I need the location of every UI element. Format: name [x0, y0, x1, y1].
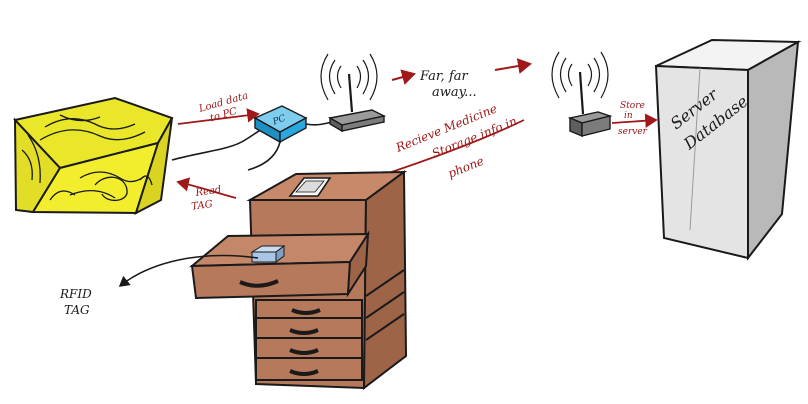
router-local — [320, 53, 387, 133]
svg-text:Read TAG: Read TAG — [189, 184, 227, 213]
load-data-annotation: Load data to PC — [177, 90, 260, 125]
pc-device: PC — [253, 105, 308, 144]
rfid-tag-label: RFID TAG — [59, 254, 259, 317]
svg-text:Far, far away...: Far, far away... — [419, 69, 477, 100]
rfid-reader-box — [13, 96, 174, 215]
phone-icon — [288, 177, 332, 197]
svg-text:RFID TAG: RFID TAG — [59, 287, 96, 317]
svg-text:phone: phone — [446, 154, 486, 181]
router-remote — [551, 51, 613, 138]
medicine-cabinet — [189, 170, 408, 391]
svg-text:Store in server: Store in server — [618, 101, 648, 137]
cable-reader-to-pc — [171, 125, 269, 161]
store-annotation: Store in server — [611, 101, 658, 137]
open-drawer — [189, 230, 370, 300]
closed-drawers — [255, 269, 405, 381]
cable-pc-to-cabinet — [247, 141, 281, 171]
cable-pc-to-router — [305, 121, 333, 126]
rfid-tag-item — [250, 245, 286, 263]
pc-label: PC — [271, 114, 288, 128]
far-away-annotation: Far, far away... — [391, 58, 532, 100]
server-database: Server Database — [654, 38, 802, 261]
read-tag-annotation: Read TAG — [176, 177, 237, 213]
